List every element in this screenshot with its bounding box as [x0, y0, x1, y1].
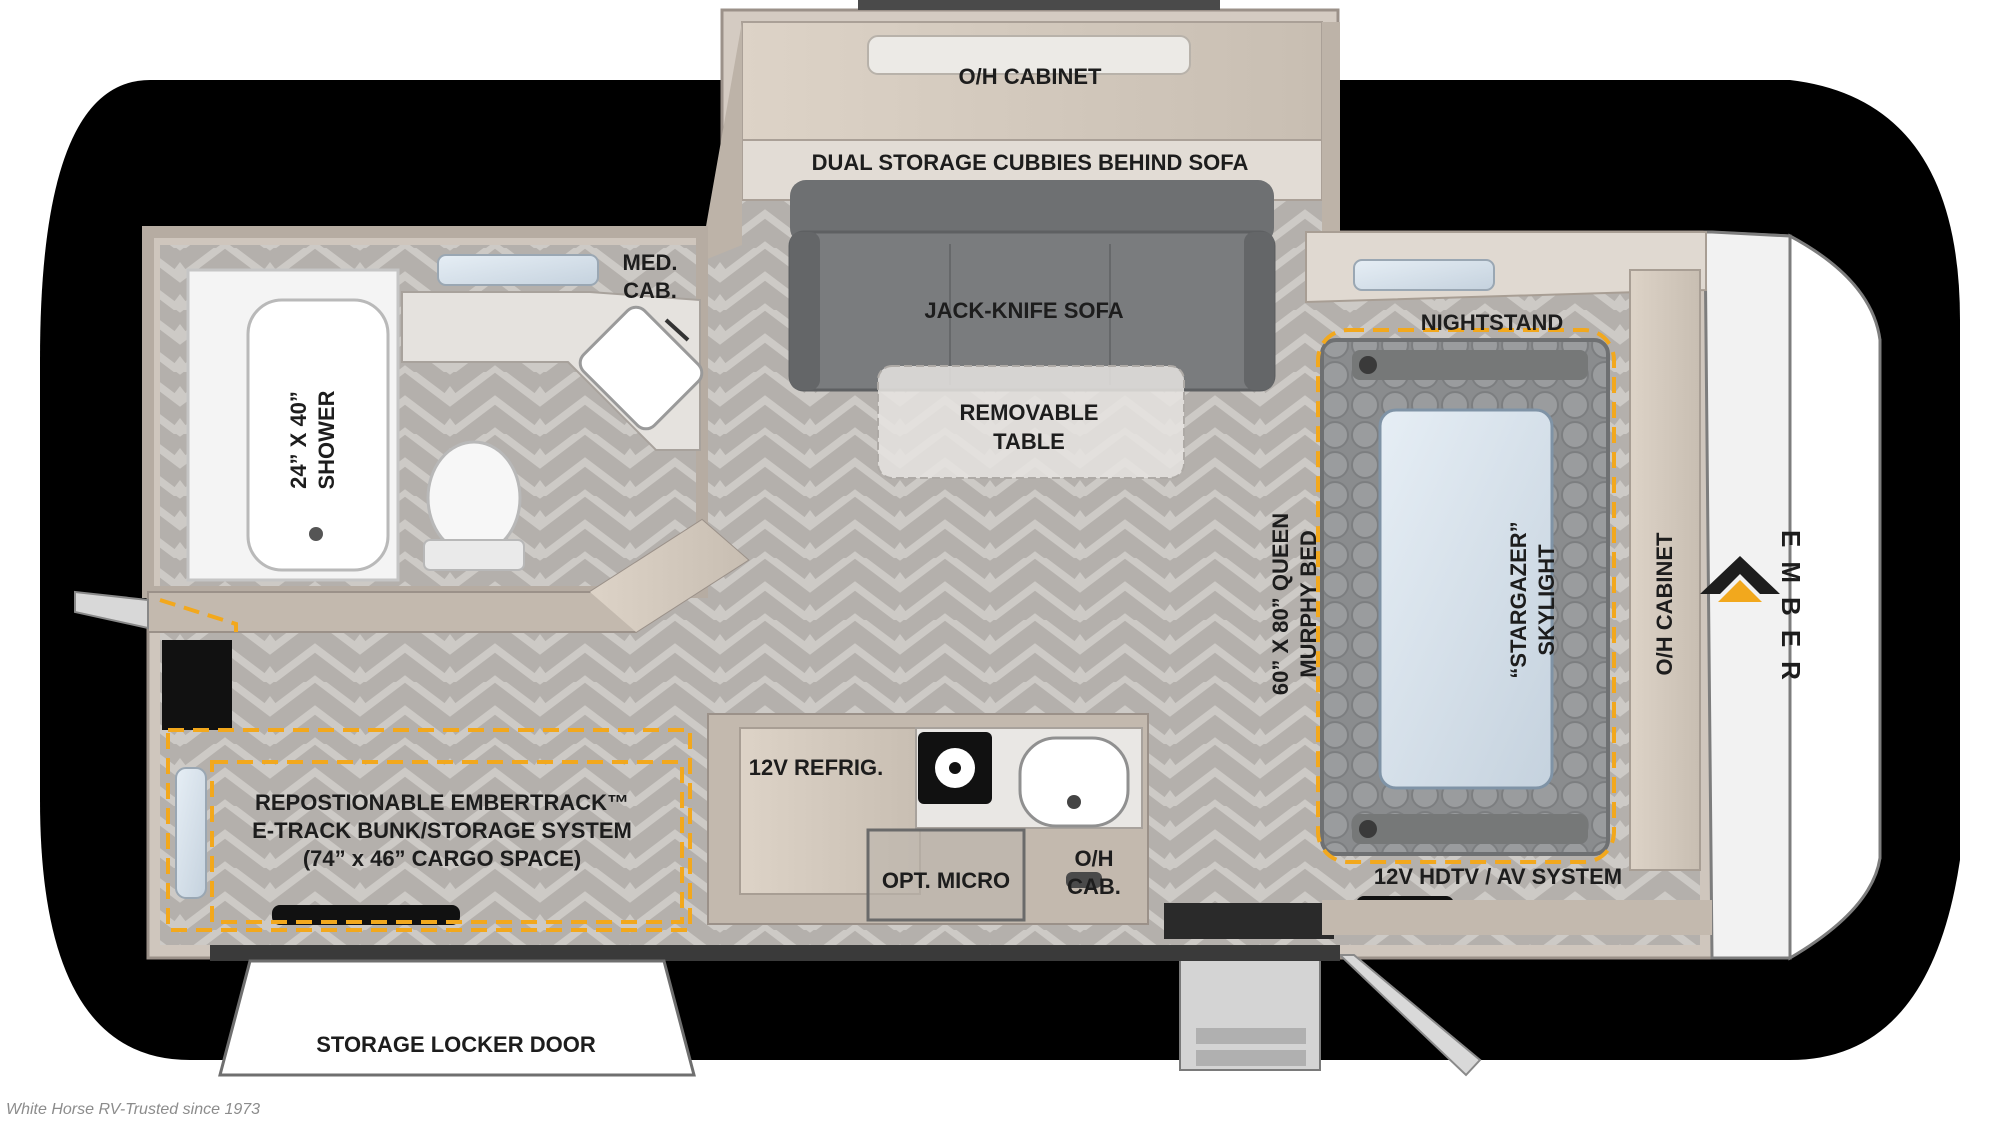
label-jack-knife-sofa: JACK-KNIFE SOFA	[924, 298, 1123, 323]
label-embertrack-2: E-TRACK BUNK/STORAGE SYSTEM	[252, 818, 632, 843]
label-gear-box: GEAR BOX	[1828, 539, 1853, 657]
label-med-cab-2: CAB.	[623, 278, 677, 303]
label-shower: 24” X 40”	[286, 391, 311, 489]
cargo-space-outline	[166, 728, 692, 932]
label-murphy-bed: 60” X 80” QUEEN	[1268, 513, 1293, 695]
label-oh-cab-2: CAB.	[1067, 874, 1121, 899]
sink	[1018, 736, 1130, 828]
toilet	[426, 440, 522, 556]
label-skylight: “STARGAZER”	[1506, 521, 1531, 678]
label-skylight-2: SKYLIGHT	[1534, 544, 1559, 656]
label-opt-micro: OPT. MICRO	[882, 868, 1010, 893]
watermark: White Horse RV-Trusted since 1973	[6, 1101, 260, 1118]
label-oh-cab: O/H	[1074, 846, 1113, 871]
label-nightstand: NIGHTSTAND	[1421, 310, 1564, 335]
label-oh-cabinet-side: O/H CABINET	[1652, 532, 1677, 676]
ember-logo-icon	[1700, 556, 1780, 602]
removable-table	[877, 365, 1185, 479]
sofa	[790, 180, 1274, 244]
entry-door	[1164, 903, 1334, 939]
label-dual-storage: DUAL STORAGE CUBBIES BEHIND SOFA	[812, 150, 1249, 175]
label-brand: EMBER	[1776, 530, 1806, 694]
label-shower-2: SHOWER	[314, 390, 339, 489]
label-murphy-bed-2: MURPHY BED	[1296, 530, 1321, 678]
stargazer-skylight	[1378, 408, 1554, 790]
label-removable-table-2: TABLE	[993, 429, 1065, 454]
label-med-cab: MED.	[623, 250, 678, 275]
label-removable-table: REMOVABLE	[960, 400, 1099, 425]
oh-cabinet-side	[1629, 269, 1701, 871]
microwave	[866, 828, 1026, 922]
label-embertrack: REPOSTIONABLE EMBERTRACK™	[255, 790, 629, 815]
label-storage-locker: STORAGE LOCKER DOOR	[316, 1032, 596, 1057]
storage-locker-door	[218, 959, 696, 1077]
label-oh-cabinet-top: O/H CABINET	[959, 64, 1103, 89]
label-hdtv: 12V HDTV / AV SYSTEM	[1374, 864, 1622, 889]
label-embertrack-3: (74” x 46” CARGO SPACE)	[303, 846, 581, 871]
label-refrig: 12V REFRIG.	[749, 755, 883, 780]
